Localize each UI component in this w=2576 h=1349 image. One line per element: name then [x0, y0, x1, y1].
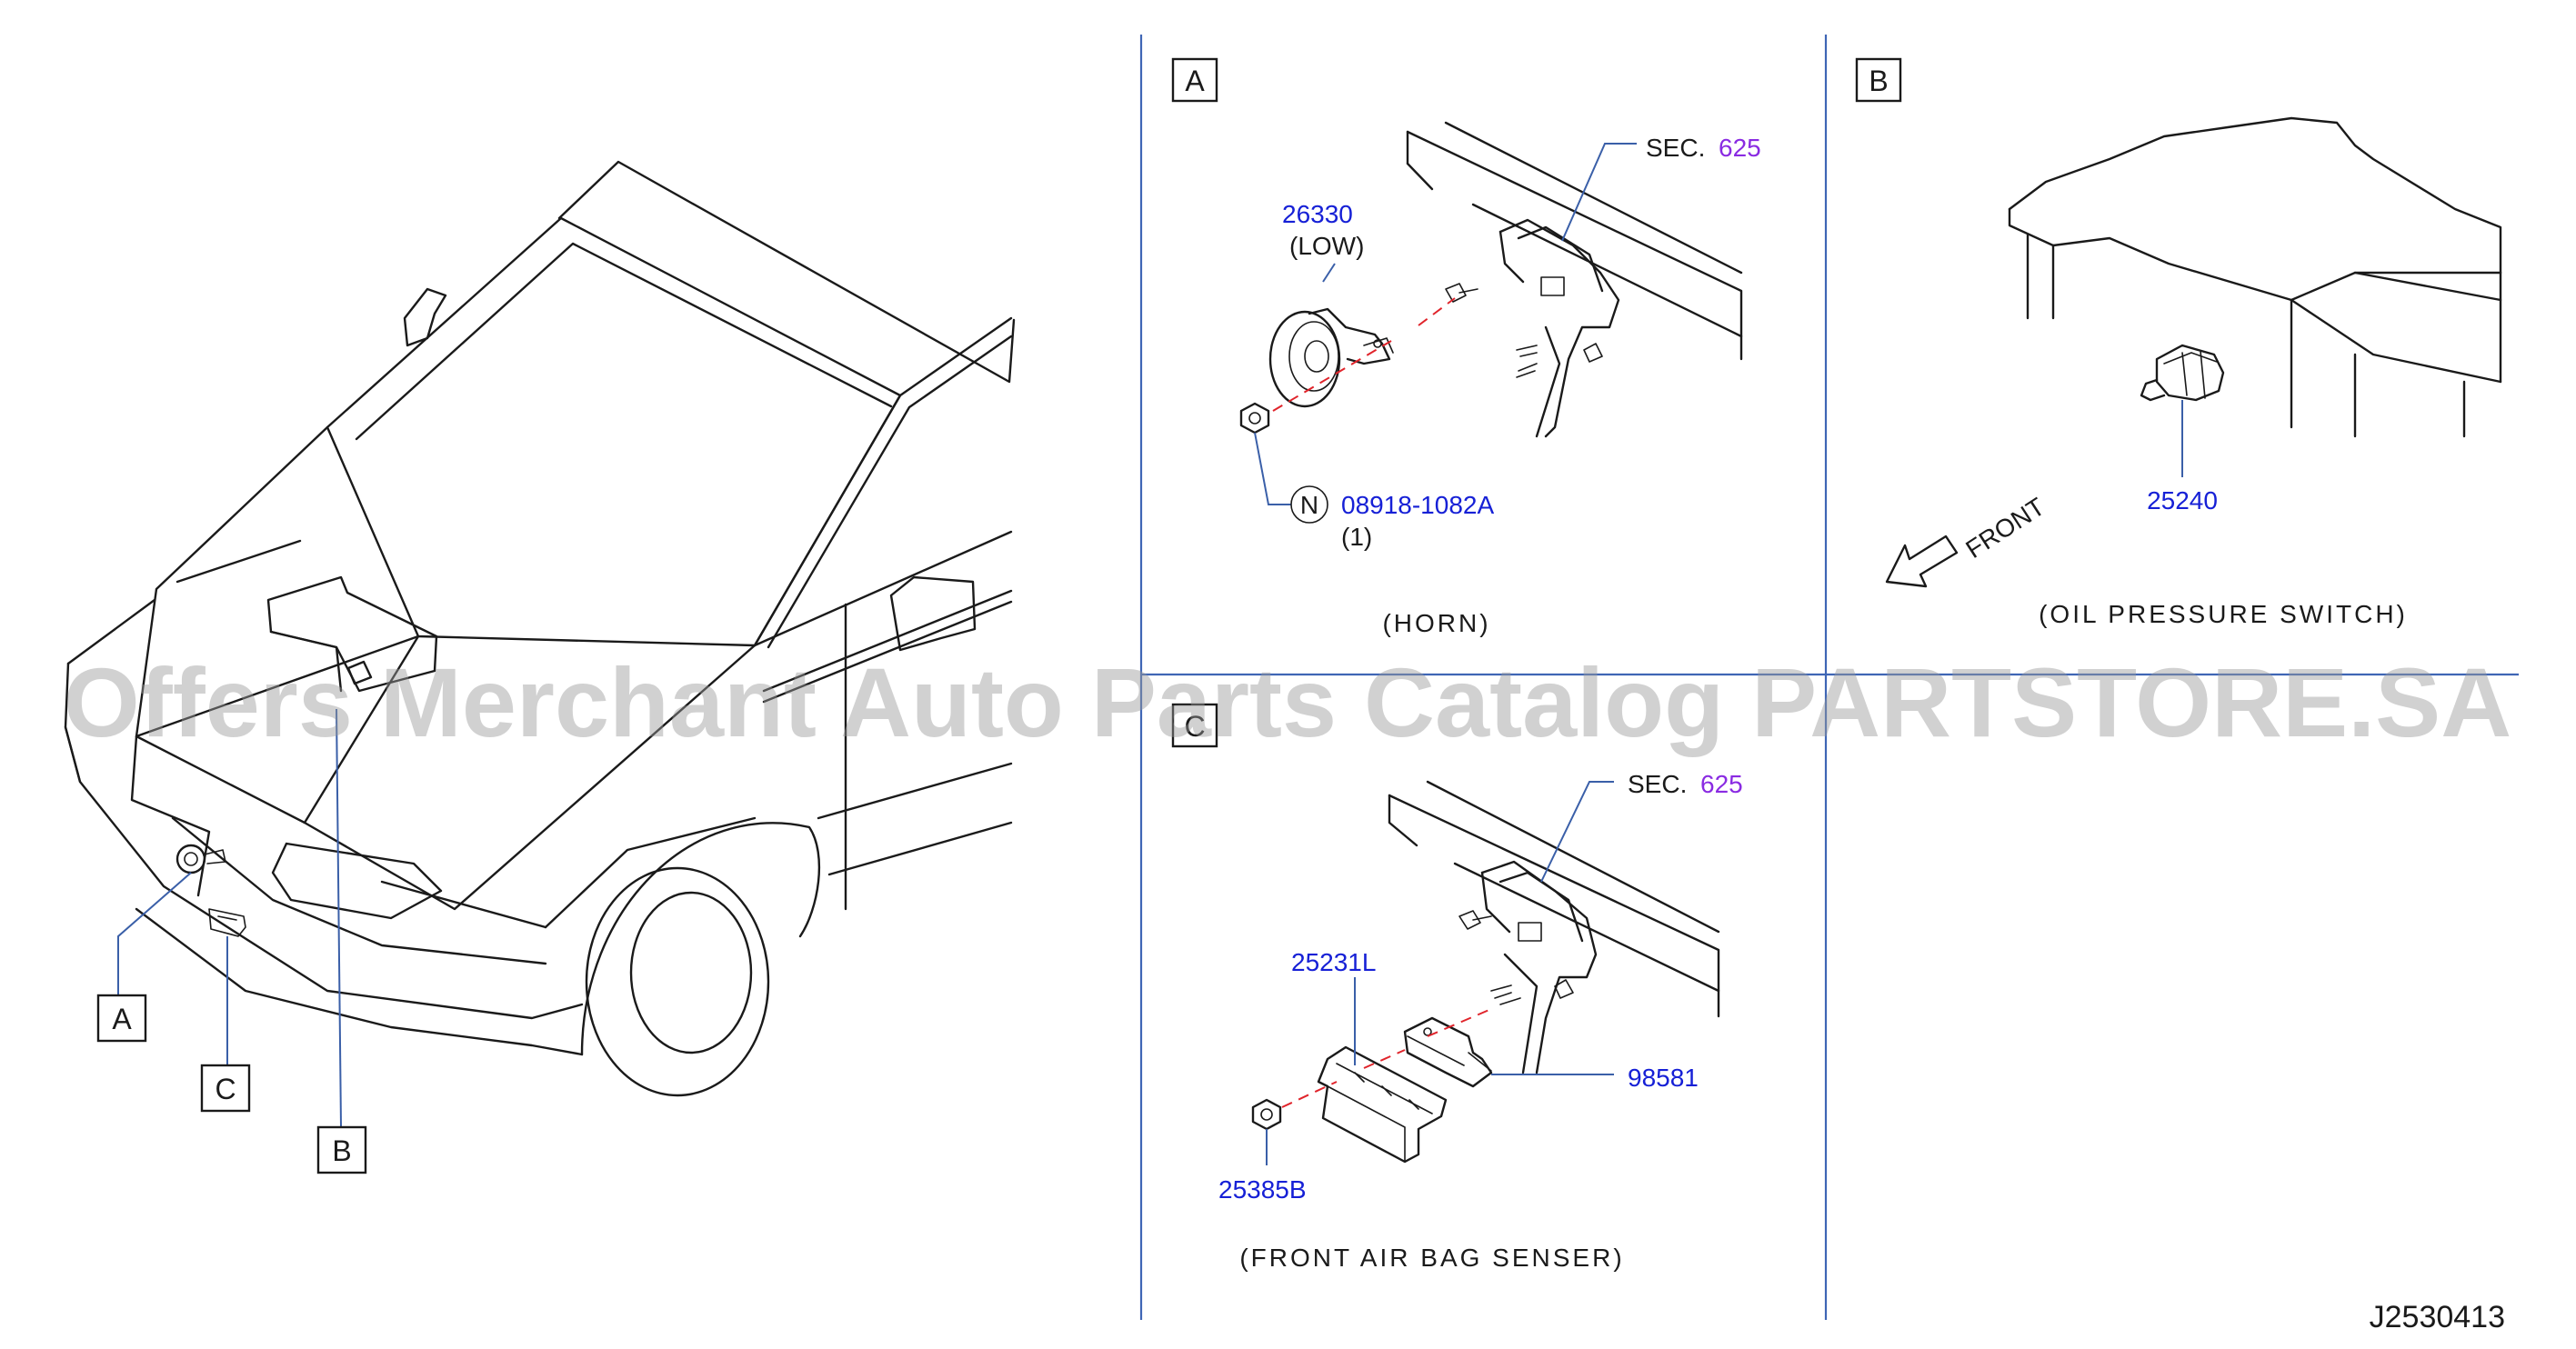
panel-a-horn: A	[1171, 57, 1761, 637]
callout-c-text: C	[215, 1073, 236, 1105]
panel-b-label: B	[1869, 65, 1888, 97]
panel-dividers	[1139, 35, 2519, 1320]
panel-b-oil-switch: B FRONT 25240 (OIL PRESSURE SWITCH)	[1855, 57, 2502, 628]
part-number-horn[interactable]: 26330	[1282, 200, 1353, 228]
callout-b-text: B	[332, 1134, 351, 1167]
airbag-sensor-location-marker	[208, 908, 246, 937]
nut-part	[1239, 402, 1270, 435]
nut-symbol: N	[1300, 491, 1318, 519]
part-number-bracket-nut[interactable]: 25385B	[1218, 1175, 1307, 1204]
panel-a-sec-link[interactable]: 625	[1719, 134, 1761, 162]
sensor-bracket-part	[1317, 1045, 1448, 1164]
horn-location-marker	[175, 844, 226, 874]
caption-horn: (HORN)	[1382, 609, 1490, 637]
bracket-nut-part	[1251, 1098, 1282, 1131]
part-number-bracket[interactable]: 25231L	[1291, 948, 1376, 976]
part-number-nut[interactable]: 08918-1082A	[1341, 491, 1494, 519]
diagram-code: J2530413	[2370, 1300, 2505, 1334]
panel-c-label-box	[1171, 703, 1218, 748]
callout-box-a[interactable]: A	[96, 994, 147, 1043]
panel-b-label-box	[1855, 57, 1902, 103]
part-number-sensor[interactable]: 98581	[1628, 1064, 1699, 1092]
watermark: Offers Merchant Auto Parts Catalog PARTS…	[64, 647, 2511, 757]
caption-airbag-sensor: (FRONT AIR BAG SENSER)	[1239, 1244, 1624, 1272]
callout-box-b[interactable]: B	[316, 1125, 367, 1174]
caption-oil-switch: (OIL PRESSURE SWITCH)	[2039, 600, 2408, 628]
panel-c-airbag-sensor: C	[1171, 703, 1743, 1272]
panel-c-sec-label: SEC.	[1628, 770, 1687, 798]
front-direction-arrow	[1885, 535, 1959, 588]
callout-a-text: A	[112, 1003, 132, 1035]
panel-a-label-box	[1171, 57, 1218, 103]
horn-note: (LOW)	[1289, 232, 1364, 260]
oil-pressure-switch-part	[2140, 344, 2225, 402]
callout-box-c[interactable]: C	[200, 1064, 251, 1113]
panel-a-label: A	[1185, 65, 1205, 97]
horn-part	[1268, 307, 1394, 408]
part-number-oil-switch[interactable]: 25240	[2147, 486, 2218, 515]
panel-c-sec-link[interactable]: 625	[1700, 770, 1743, 798]
front-label: FRONT	[1960, 493, 2050, 565]
panel-c-label: C	[1184, 710, 1205, 743]
panel-a-sec-label: SEC.	[1646, 134, 1705, 162]
nut-symbol-circle	[1290, 485, 1328, 524]
nut-quantity: (1)	[1341, 523, 1372, 551]
car-overview-illustration	[64, 160, 1016, 1128]
